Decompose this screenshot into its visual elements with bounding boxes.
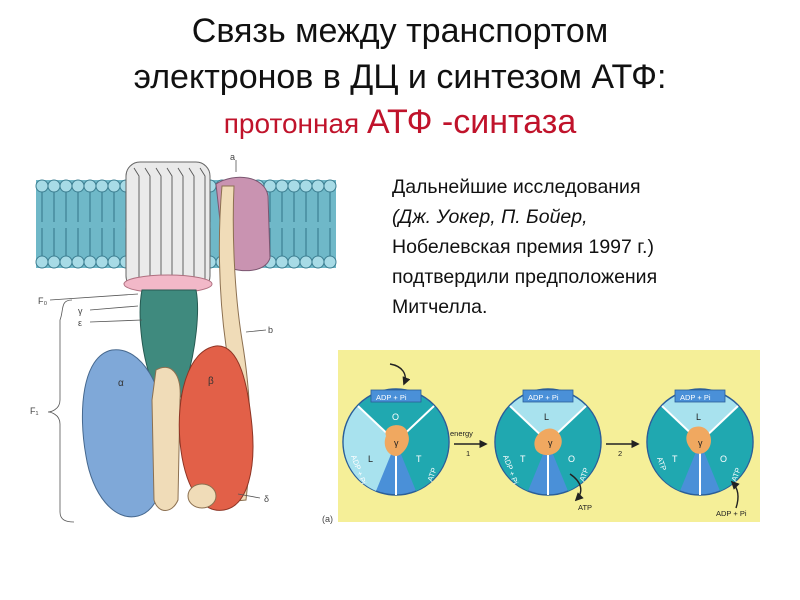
- title-line-2: электронов в ДЦ и синтезом АТФ:: [0, 54, 800, 100]
- label-gamma: γ: [78, 306, 83, 316]
- state3-sector-left: T: [672, 454, 678, 464]
- step-2-label: 2: [618, 449, 622, 458]
- lipid-head: [96, 180, 108, 192]
- lipid-head: [48, 180, 60, 192]
- atp-synthase-illustration: a F₀ γ ε b F₁ α β δ (a): [20, 150, 350, 540]
- label-alpha: α: [118, 378, 124, 389]
- state3-sector-top: L: [696, 412, 701, 422]
- atp-out-label: ATP: [578, 503, 592, 512]
- state1-sector-right: T: [416, 454, 422, 464]
- beta-subunit: [179, 346, 253, 510]
- state2-gamma: γ: [548, 438, 553, 448]
- state3-sector-right: O: [720, 454, 727, 464]
- info-line-2: (Дж. Уокер, П. Бойер,: [392, 202, 657, 232]
- label-delta: δ: [264, 494, 269, 504]
- state1-sector-top: O: [392, 412, 399, 422]
- lipid-head: [288, 180, 300, 192]
- lipid-head: [72, 180, 84, 192]
- lipid-head: [60, 256, 72, 268]
- binding-change-diagram: ADP + Pi O L T γ ADP + Pi ATP ADP + Pi L…: [338, 350, 760, 522]
- label-f0: F₀: [38, 296, 47, 306]
- lipid-head: [36, 256, 48, 268]
- c-ring-rotor: [124, 162, 212, 293]
- info-line-1: Дальнейшие исследования: [392, 172, 657, 202]
- title-line-3-main: АТФ -синтаза: [367, 103, 576, 141]
- lipid-head: [276, 256, 288, 268]
- title-line-3: протонная АТФ -синтаза: [0, 100, 800, 146]
- title-line-3-prefix: протонная: [224, 108, 367, 139]
- lipid-head: [96, 256, 108, 268]
- label-beta: β: [208, 376, 214, 387]
- figure-caption: (a): [322, 514, 333, 524]
- info-line-4: подтвердили предположения: [392, 262, 657, 292]
- info-line-3: Нобелевская премия 1997 г.): [392, 232, 657, 262]
- lipid-head: [36, 180, 48, 192]
- state3-top-label: ADP + Pi: [680, 393, 711, 402]
- lipid-head: [312, 256, 324, 268]
- label-a: a: [230, 152, 235, 162]
- lipid-head: [300, 256, 312, 268]
- state2-sector-right: O: [568, 454, 575, 464]
- adp-in-label: ADP + Pi: [716, 509, 747, 518]
- title-line-1: Связь между транспортом: [0, 8, 800, 54]
- central-region: [152, 367, 180, 510]
- lipid-head: [324, 180, 336, 192]
- delta-subunit: [188, 484, 216, 508]
- state2-sector-top: L: [544, 412, 549, 422]
- label-f1: F₁: [30, 406, 39, 416]
- lipid-head: [108, 180, 120, 192]
- step-1-label: 1: [466, 449, 470, 458]
- energy-label: energy: [450, 429, 473, 438]
- state1-top-label: ADP + Pi: [376, 393, 407, 402]
- lipid-head: [84, 256, 96, 268]
- lipid-head: [276, 180, 288, 192]
- label-epsilon: ε: [78, 318, 82, 328]
- lipid-head: [312, 180, 324, 192]
- state2-top-label: ADP + Pi: [528, 393, 559, 402]
- label-b: b: [268, 325, 273, 335]
- lipid-head: [84, 180, 96, 192]
- lipid-head: [288, 256, 300, 268]
- state1-sector-left: L: [368, 454, 373, 464]
- lipid-head: [48, 256, 60, 268]
- info-line-5: Митчелла.: [392, 292, 657, 322]
- lipid-head: [324, 256, 336, 268]
- lipid-head: [108, 256, 120, 268]
- slide-title: Связь между транспортом электронов в ДЦ …: [0, 8, 800, 146]
- state3-gamma: γ: [698, 438, 703, 448]
- state2-sector-left: T: [520, 454, 526, 464]
- lipid-head: [60, 180, 72, 192]
- lipid-head: [72, 256, 84, 268]
- lipid-head: [300, 180, 312, 192]
- state1-gamma: γ: [394, 438, 399, 448]
- research-note: Дальнейшие исследования (Дж. Уокер, П. Б…: [392, 172, 657, 322]
